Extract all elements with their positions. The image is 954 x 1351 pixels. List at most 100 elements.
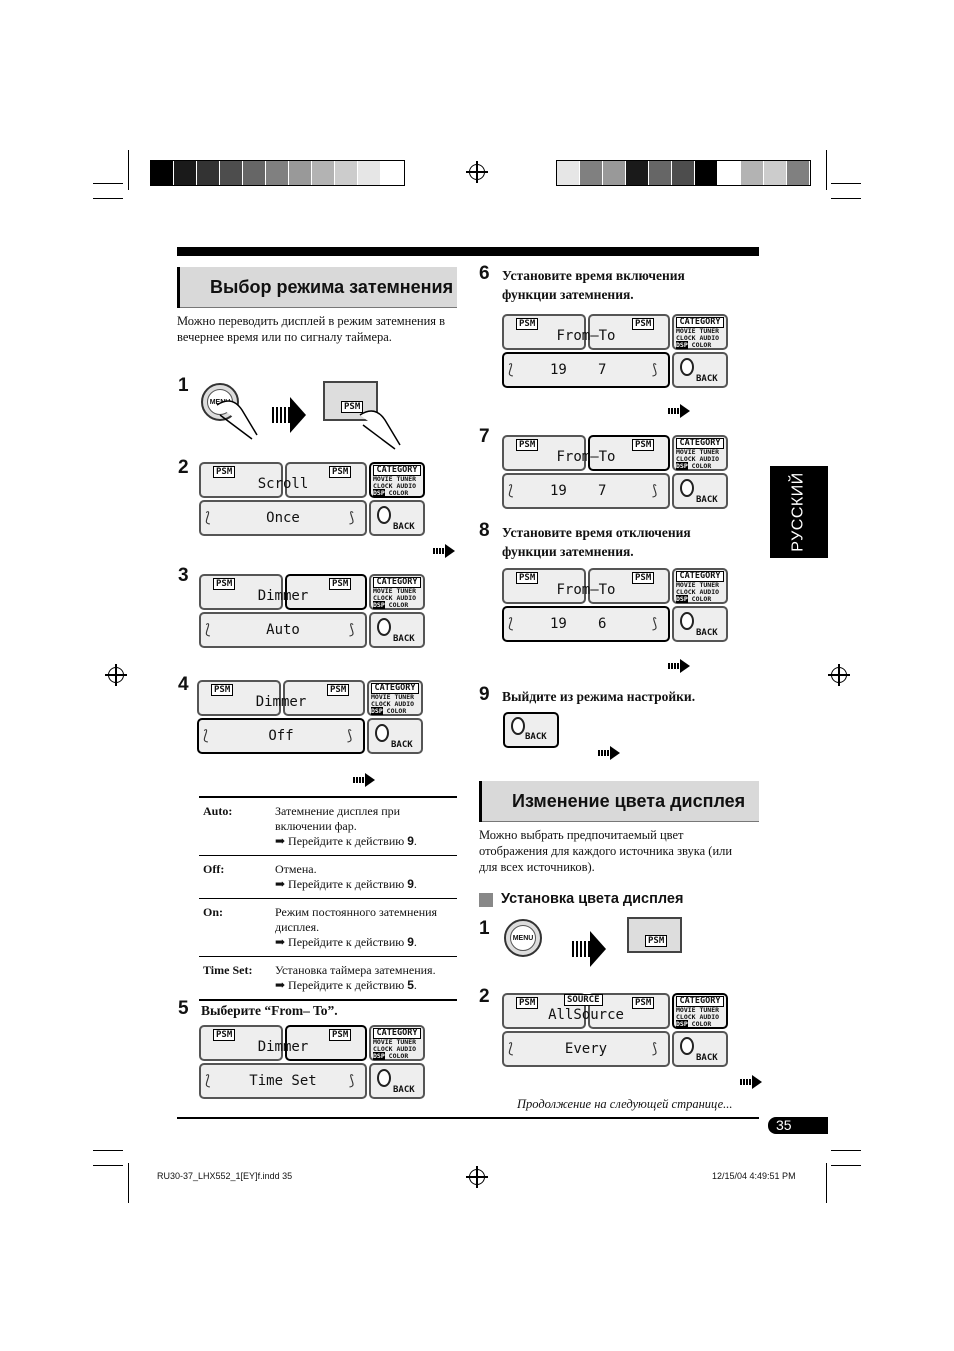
option-key: On: bbox=[199, 898, 275, 957]
crop-mark bbox=[93, 1150, 123, 1151]
lcd-top-text: Dimmer bbox=[257, 588, 309, 604]
hour-end-text: 7 bbox=[598, 483, 607, 499]
lcd-bottom-text: Once bbox=[266, 510, 300, 526]
subsection-title: Установка цвета дисплея bbox=[501, 891, 684, 907]
color-swatch bbox=[289, 161, 312, 185]
knob-icon bbox=[680, 612, 694, 630]
menu-label: MENU bbox=[207, 389, 233, 415]
footer-timestamp: 12/15/04 4:49:51 PM bbox=[712, 1171, 796, 1181]
lcd-cell-bottom[interactable] bbox=[199, 1063, 367, 1099]
registration-mark-icon bbox=[828, 664, 850, 686]
lcd-cell-bottom[interactable] bbox=[502, 606, 670, 642]
scroll-right-icon: ⟆ bbox=[652, 616, 658, 632]
page-number: 35 bbox=[768, 1117, 828, 1134]
menu-button[interactable]: MENU bbox=[504, 919, 542, 957]
option-desc: Установка таймера затемнения.➡ Перейдите… bbox=[275, 956, 457, 1001]
back-label: BACK bbox=[393, 522, 415, 532]
crop-mark bbox=[128, 1163, 129, 1203]
color-swatch bbox=[557, 161, 580, 185]
back-button-display: BACK bbox=[503, 712, 559, 748]
scroll-right-icon: ⟆ bbox=[349, 510, 355, 526]
crop-mark bbox=[831, 198, 861, 199]
color-swatch bbox=[335, 161, 358, 185]
lcd-cell-bottom[interactable] bbox=[199, 500, 367, 536]
lcd-cell-bottom[interactable] bbox=[502, 1031, 670, 1067]
scroll-left-icon: ⟅ bbox=[205, 1073, 211, 1089]
next-arrow-icon bbox=[598, 746, 620, 760]
color-bar-right bbox=[556, 160, 811, 186]
lcd-cell-right[interactable] bbox=[285, 1025, 367, 1061]
color-swatch bbox=[626, 161, 649, 185]
scroll-left-icon: ⟅ bbox=[205, 622, 211, 638]
lcd-cell-right[interactable] bbox=[588, 314, 670, 350]
lcd-bottom-text: Time Set bbox=[249, 1073, 317, 1089]
language-tab: РУССКИЙ bbox=[770, 466, 828, 558]
knob-icon bbox=[375, 724, 389, 742]
lcd-cell-bottom[interactable] bbox=[197, 718, 365, 754]
lcd-cell-bottom[interactable] bbox=[502, 473, 670, 509]
next-arrow-icon bbox=[668, 659, 690, 673]
psm-label: PSM bbox=[645, 935, 668, 947]
step-number: 6 bbox=[479, 263, 490, 284]
lcd-cell-bottom[interactable] bbox=[502, 352, 670, 388]
color-swatch bbox=[174, 161, 197, 185]
step8-text: Установите время отключения функции зате… bbox=[502, 525, 691, 559]
lcd-cell-bottom[interactable] bbox=[199, 612, 367, 648]
option-desc: Затемнение дисплея при включении фар.➡ П… bbox=[275, 796, 457, 856]
lcd-cell-right[interactable] bbox=[588, 568, 670, 604]
back-button[interactable] bbox=[672, 1031, 728, 1067]
scroll-left-icon: ⟅ bbox=[508, 362, 514, 378]
next-arrow-icon bbox=[572, 931, 606, 967]
color-swatch bbox=[151, 161, 174, 185]
lcd-cell-right[interactable] bbox=[285, 462, 367, 498]
step-number: 4 bbox=[178, 674, 189, 695]
lcd-bottom-text: Off bbox=[268, 728, 294, 744]
back-button[interactable] bbox=[672, 473, 728, 509]
language-tab-label: РУССКИЙ bbox=[790, 472, 808, 552]
option-desc: Отмена.➡ Перейдите к действию 9. bbox=[275, 855, 457, 899]
color-swatch bbox=[243, 161, 266, 185]
lcd-cell-right[interactable] bbox=[588, 435, 670, 471]
table-row: On:Режим постоянного затемнения дисплея.… bbox=[199, 898, 457, 957]
crop-mark bbox=[93, 198, 123, 199]
hour-start-text: 19 bbox=[550, 483, 567, 499]
color-swatch bbox=[358, 161, 381, 185]
lcd-cell-right[interactable] bbox=[283, 680, 365, 716]
hour-end-text: 6 bbox=[598, 616, 607, 632]
back-button[interactable] bbox=[369, 612, 425, 648]
next-arrow-icon bbox=[433, 544, 455, 558]
lcd-top-text: From–To bbox=[556, 328, 616, 344]
lcd-top-text: Dimmer bbox=[255, 694, 307, 710]
scroll-right-icon: ⟆ bbox=[652, 1041, 658, 1057]
scroll-left-icon: ⟅ bbox=[508, 483, 514, 499]
step-number: 7 bbox=[479, 426, 490, 447]
psm-label: PSM bbox=[329, 466, 352, 478]
psm-label: PSM bbox=[213, 466, 236, 478]
psm-label: PSM bbox=[632, 572, 655, 584]
psm-label: PSM bbox=[213, 578, 236, 590]
color-swatch bbox=[220, 161, 243, 185]
step-number: 3 bbox=[178, 565, 189, 586]
footer-rule bbox=[177, 1117, 759, 1119]
lcd-cell-right[interactable] bbox=[285, 574, 367, 610]
crop-mark bbox=[826, 1163, 827, 1203]
lcd-top-text: AllSource bbox=[548, 1007, 624, 1023]
lcd-cell-right[interactable] bbox=[588, 993, 670, 1029]
psm-label: PSM bbox=[213, 1029, 236, 1041]
scroll-left-icon: ⟅ bbox=[508, 616, 514, 632]
psm-label: PSM bbox=[211, 684, 234, 696]
psm-label: PSM bbox=[632, 997, 655, 1009]
psm-button[interactable]: PSM bbox=[627, 917, 682, 953]
registration-mark-icon bbox=[466, 161, 488, 183]
color-swatch bbox=[764, 161, 787, 185]
